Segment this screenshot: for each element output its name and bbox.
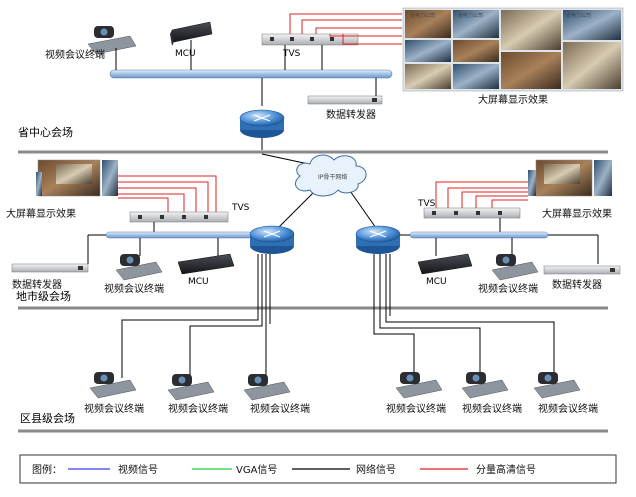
province-tvs-label: TVS (282, 49, 301, 59)
terminal-base-icon (89, 379, 137, 399)
mcu-icon (171, 21, 213, 43)
city-left-mcu-label: MCU (188, 277, 209, 287)
city-right-router (355, 225, 401, 254)
city-left-tvs (129, 211, 229, 232)
mcu-icon (177, 253, 235, 275)
city-right-bus (409, 231, 549, 239)
zone-label-city: 地市级会场 (16, 289, 71, 303)
city-right-mcu-label: MCU (426, 277, 447, 287)
province-bigscreen-label: 大屏幕显示效果 (478, 93, 548, 106)
legend-title: 图例： (32, 463, 62, 476)
province-mcu-label: MCU (175, 49, 196, 59)
county-links-left (121, 254, 271, 378)
province-converter-label: 数据转发器 (326, 108, 376, 121)
province-mcu (170, 21, 213, 70)
county-terminal-3 (243, 374, 291, 401)
city-right-mcu (417, 253, 473, 275)
county-terminal-1 (89, 372, 137, 399)
legend-label-network: 网络信号 (356, 463, 396, 476)
province-tvs (261, 33, 359, 70)
converter-icon (543, 265, 621, 275)
converter-icon (11, 263, 89, 273)
terminal-base-icon (491, 261, 539, 281)
city-right-terminal-label: 视频会议终端 (478, 282, 538, 295)
city-right-bigscreen (528, 159, 612, 197)
terminal-base-icon (115, 261, 163, 281)
province-terminal-label: 视频会议终端 (45, 48, 105, 61)
county-terminal-6 (533, 372, 581, 399)
ip-backbone-cloud (295, 154, 367, 197)
county-terminal-label-5: 视频会议终端 (462, 402, 522, 415)
county-terminal-label-4: 视频会议终端 (386, 402, 446, 415)
zone-label-province: 省中心会场 (18, 125, 73, 139)
screen-tag-2: 省电力公司 (458, 12, 483, 19)
city-right-converter-label: 数据转发器 (552, 278, 602, 291)
city-left-converter (11, 263, 89, 273)
city-left-hd-lines (118, 175, 217, 212)
county-terminal-label-3: 视频会议终端 (250, 402, 310, 415)
mcu-icon (417, 253, 473, 275)
province-converter (307, 78, 383, 105)
province-bigscreen: 省电力公司 省电力公司 省电力公司 (402, 7, 624, 92)
city-right-tvs-label: TVS (417, 199, 436, 209)
terminal-base-icon (167, 381, 215, 401)
city-left-bigscreen-label: 大屏幕显示效果 (6, 207, 76, 220)
terminal-base-icon (395, 379, 443, 399)
city-left-converter-label: 数据转发器 (12, 278, 62, 291)
city-left-bus (105, 231, 253, 239)
city-right-converter (543, 265, 621, 275)
county-terminal-4 (395, 372, 443, 399)
city-left-terminal (115, 254, 163, 281)
province-router (239, 109, 285, 138)
zone-label-county: 区县级会场 (20, 411, 75, 425)
terminal-base-icon (461, 379, 509, 399)
city-left-terminal-label: 视频会议终端 (104, 282, 164, 295)
terminal-base-icon (533, 379, 581, 399)
city-right-hd-lines (435, 181, 528, 208)
county-terminal-2 (167, 374, 215, 401)
tvs-icon (423, 207, 521, 219)
converter-icon (307, 95, 383, 105)
screen-tag-1: 省电力公司 (410, 12, 435, 19)
province-bus (109, 69, 393, 79)
legend-label-hd: 分量高清信号 (476, 463, 536, 476)
city-left-mcu (177, 253, 235, 275)
city-left-router (249, 225, 295, 254)
screen-tag-3: 省电力公司 (566, 12, 591, 19)
tvs-icon (129, 211, 229, 223)
city-right-terminal (491, 254, 539, 281)
province-terminal (87, 26, 137, 70)
cloud-label: IP骨干网络 (318, 173, 347, 181)
legend-label-video: 视频信号 (118, 463, 158, 476)
terminal-base-icon (87, 35, 137, 55)
county-terminal-label-1: 视频会议终端 (84, 402, 144, 415)
county-terminal-label-2: 视频会议终端 (168, 402, 228, 415)
cloud-icon (295, 154, 367, 197)
province-hd-lines (289, 13, 402, 45)
county-terminal-5 (461, 372, 509, 399)
city-right-bigscreen-label: 大屏幕显示效果 (542, 207, 612, 220)
county-links-right (373, 254, 555, 376)
county-terminal-label-6: 视频会议终端 (538, 402, 598, 415)
legend-label-vga: VGA信号 (236, 464, 277, 476)
city-right-tvs (423, 207, 521, 232)
city-left-tvs-label: TVS (231, 203, 250, 213)
city-left-bigscreen (36, 159, 118, 197)
terminal-base-icon (243, 381, 291, 401)
